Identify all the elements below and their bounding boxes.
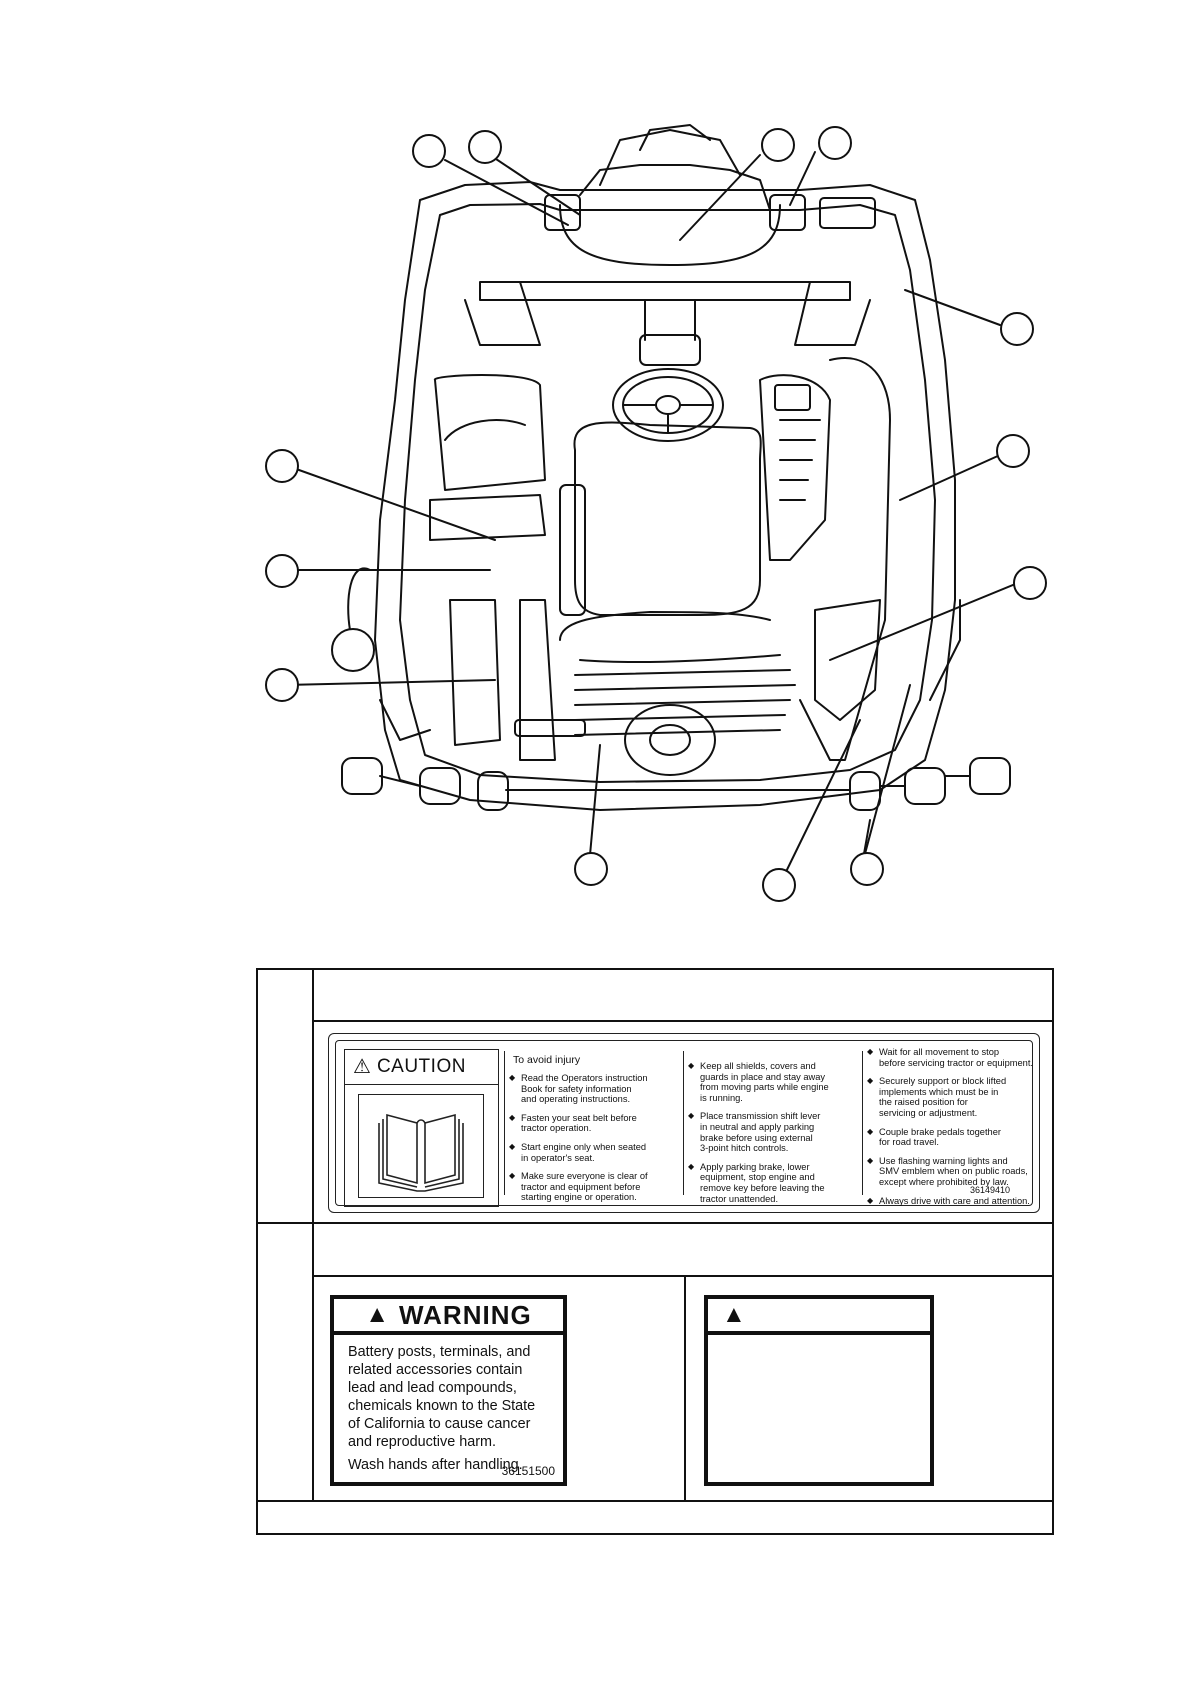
callout-circle xyxy=(850,852,884,886)
caution-column-2: ◆Keep all shields, covers and guards in … xyxy=(688,1061,858,1212)
callout-circle xyxy=(1000,312,1034,346)
callout-circle xyxy=(574,852,608,886)
caution-decal: ⚠ CAUTION To avoid injury ◆Read the Oper… xyxy=(328,1033,1040,1213)
diamond-bullet-icon: ◆ xyxy=(688,1161,695,1171)
cab-frame xyxy=(374,181,956,811)
alert-triangle-icon: ⚠ xyxy=(353,1056,371,1078)
callout-circle xyxy=(818,126,852,160)
diamond-bullet-icon: ◆ xyxy=(509,1141,516,1151)
diamond-bullet-icon: ◆ xyxy=(867,1195,874,1205)
caution-item: ◆Place transmission shift lever in neutr… xyxy=(688,1111,821,1154)
diamond-bullet-icon: ◆ xyxy=(688,1061,695,1070)
warning-text: Battery posts, terminals, and related ac… xyxy=(348,1344,536,1450)
caution-item: ◆Make sure everyone is clear of tractor … xyxy=(509,1171,648,1203)
alert-triangle-icon: ▲ xyxy=(722,1301,746,1328)
caution-item: ◆Securely support or block lifted implem… xyxy=(867,1076,1007,1118)
caution-item: ◆Start engine only when seated in operat… xyxy=(509,1141,647,1163)
caution-signal-word: CAUTION xyxy=(376,1056,466,1077)
callout-circle xyxy=(468,130,502,164)
caution-intro: To avoid injury xyxy=(513,1054,581,1066)
caution-part-number: 36149410 xyxy=(969,1185,1010,1195)
blank-decal: ▲ xyxy=(704,1295,934,1486)
callout-circle xyxy=(265,668,299,702)
diamond-bullet-icon: ◆ xyxy=(867,1126,874,1136)
caution-column-3: ◆Wait for all movement to stop before se… xyxy=(867,1047,1045,1214)
callout-circle xyxy=(265,449,299,483)
caution-item: ◆Apply parking brake, lower equipment, s… xyxy=(688,1161,825,1204)
callout-circle xyxy=(762,868,796,902)
manual-book-icon xyxy=(358,1094,484,1198)
caution-item: ◆Keep all shields, covers and guards in … xyxy=(688,1061,829,1103)
callout-circle xyxy=(1013,566,1047,600)
diamond-bullet-icon: ◆ xyxy=(509,1171,516,1181)
diamond-bullet-icon: ◆ xyxy=(867,1155,874,1165)
warning-part-number: 36151500 xyxy=(501,1464,555,1478)
callout-circle xyxy=(412,134,446,168)
diamond-bullet-icon: ◆ xyxy=(688,1111,695,1121)
callout-circle xyxy=(761,128,795,162)
warning-decal: ▲ WARNING Battery posts, terminals, and … xyxy=(330,1295,567,1486)
callout-circle xyxy=(996,434,1030,468)
caution-item: ◆Fasten your seat belt before tractor op… xyxy=(509,1112,637,1134)
tractor-cab-diagram xyxy=(284,124,1026,881)
diamond-bullet-icon: ◆ xyxy=(867,1047,874,1056)
caution-item: ◆Read the Operators instruction Book for… xyxy=(509,1073,648,1105)
caution-item: ◆Wait for all movement to stop before se… xyxy=(867,1047,1033,1068)
warning-wash-text: Wash hands after handling. xyxy=(348,1457,523,1473)
caution-item: ◆Use flashing warning lights and SMV emb… xyxy=(867,1155,1028,1187)
decal-table xyxy=(256,968,1054,1535)
caution-column-1: ◆Read the Operators instruction Book for… xyxy=(509,1073,679,1211)
diamond-bullet-icon: ◆ xyxy=(867,1076,874,1086)
warning-signal-word: WARNING xyxy=(399,1299,532,1330)
caution-item: ◆Always drive with care and attention. xyxy=(867,1195,1030,1206)
alert-triangle-icon: ▲ xyxy=(365,1301,390,1328)
diamond-bullet-icon: ◆ xyxy=(509,1073,516,1082)
diamond-bullet-icon: ◆ xyxy=(509,1112,516,1122)
caution-item: ◆Couple brake pedals together for road t… xyxy=(867,1126,1001,1148)
callout-circle xyxy=(265,554,299,588)
callout-circle xyxy=(331,628,375,672)
